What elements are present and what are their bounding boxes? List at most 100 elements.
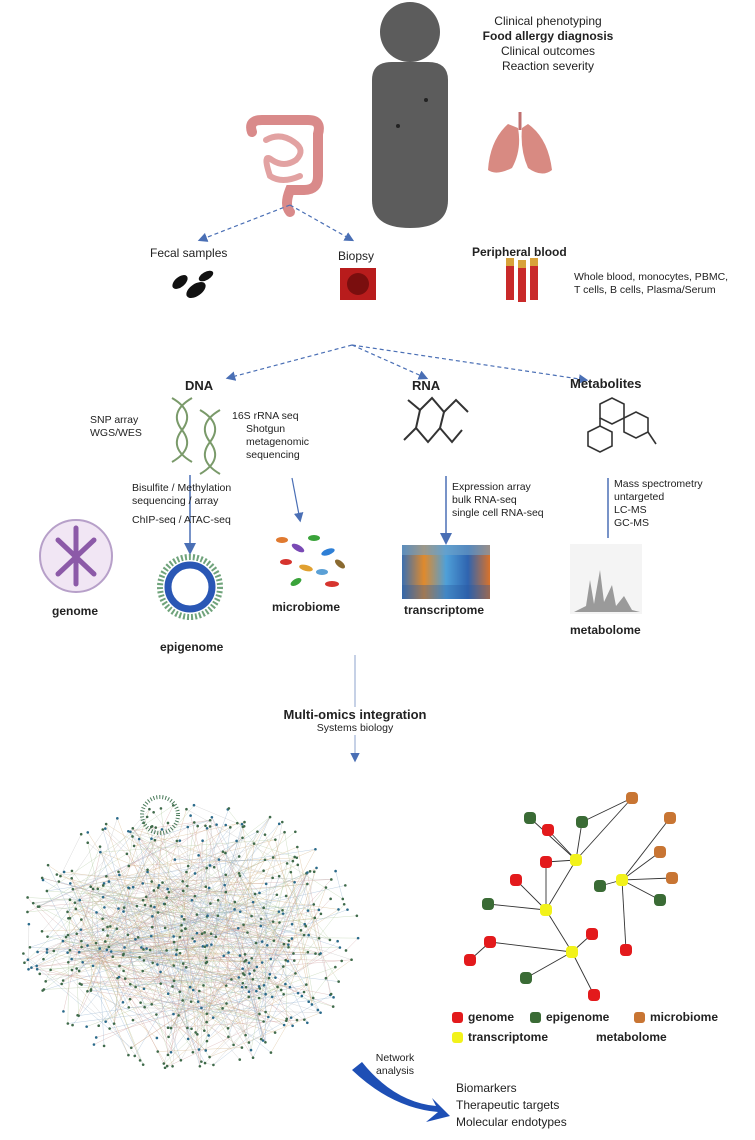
network-node	[208, 864, 212, 867]
network-node	[303, 1018, 306, 1021]
network-node	[62, 870, 66, 874]
network-node	[121, 1000, 125, 1004]
network-node	[157, 884, 161, 887]
network-node	[241, 967, 244, 970]
network-node	[159, 970, 162, 974]
network-node	[79, 928, 83, 931]
network-node	[288, 985, 292, 989]
network-node	[324, 886, 328, 889]
analysis-line: analysis	[376, 1065, 414, 1077]
network-node	[300, 994, 304, 998]
network-node	[139, 1001, 142, 1004]
network-node	[275, 893, 279, 897]
network-node	[238, 954, 242, 957]
network-node	[198, 1064, 202, 1068]
network-node	[203, 1061, 207, 1065]
network-node	[150, 925, 154, 929]
epigenome-label: epigenome	[160, 640, 224, 654]
network-node	[196, 1033, 199, 1036]
network-node	[68, 948, 72, 952]
network-node	[135, 904, 139, 908]
network-node	[260, 961, 264, 964]
network-node	[268, 815, 272, 819]
network-node	[247, 1041, 251, 1044]
network-node	[232, 1043, 235, 1047]
network-node	[204, 1049, 208, 1052]
network-node	[151, 961, 154, 965]
network-node	[241, 836, 244, 840]
network-node	[296, 991, 300, 995]
fecal-samples-label: Fecal samples	[150, 246, 228, 260]
network-node	[98, 845, 102, 848]
network-node	[94, 1036, 98, 1039]
network-node	[285, 862, 289, 865]
network-node	[179, 1058, 183, 1062]
network-node	[200, 932, 204, 936]
network-node	[282, 1023, 286, 1027]
method-line: GC-MS	[614, 517, 649, 529]
network-node	[131, 885, 135, 889]
network-node	[180, 915, 184, 918]
metabolite-structure-icon	[587, 397, 657, 453]
network-node	[293, 855, 297, 859]
network-node	[78, 898, 82, 902]
microbiome-node	[666, 872, 678, 884]
network-node	[223, 883, 226, 887]
network-node	[274, 838, 277, 841]
network-edge	[525, 951, 573, 979]
network-node	[80, 918, 83, 921]
network-node	[207, 1034, 210, 1037]
metabolome-spectra	[570, 544, 642, 614]
network-node	[255, 989, 258, 993]
network-node	[355, 914, 359, 918]
network-node	[148, 948, 152, 952]
network-node	[306, 909, 310, 912]
network-node	[307, 1000, 311, 1003]
network-node	[291, 1024, 294, 1028]
network-node	[299, 929, 303, 932]
network-node	[70, 876, 73, 880]
network-node	[193, 894, 197, 898]
network-node	[284, 958, 288, 962]
network-node	[149, 904, 153, 908]
network-node	[144, 895, 148, 899]
network-node	[295, 1018, 299, 1022]
network-node	[191, 988, 195, 992]
network-node	[281, 909, 284, 912]
network-node	[134, 985, 137, 989]
network-node	[241, 825, 245, 829]
epigenome-ring-icon	[157, 554, 223, 620]
integration-block: Multi-omics integration Systems biology	[260, 707, 450, 735]
network-node	[165, 1064, 169, 1068]
network-node	[163, 926, 167, 930]
transcriptome-node	[570, 854, 582, 866]
network-node	[271, 920, 275, 923]
network-node	[224, 873, 228, 877]
network-node	[101, 828, 105, 831]
network-node	[41, 989, 44, 992]
method-line: LC-MS	[614, 504, 647, 516]
network-node	[86, 944, 89, 947]
network-node	[237, 976, 241, 979]
network-node	[166, 821, 170, 825]
network-edge	[621, 879, 661, 901]
network-node	[205, 1012, 209, 1016]
network-node	[269, 957, 273, 961]
network-node	[194, 1031, 197, 1034]
network-node	[143, 1005, 146, 1009]
network-node	[253, 892, 257, 896]
transcriptome-node	[616, 874, 628, 886]
network-node	[197, 1048, 201, 1051]
network-node	[46, 935, 49, 938]
network-node	[99, 850, 102, 854]
network-node	[200, 1060, 203, 1063]
network-node	[89, 885, 93, 888]
network-node	[240, 1046, 244, 1049]
network-node	[182, 918, 186, 921]
network-node	[35, 967, 39, 971]
microbiome-node	[626, 792, 638, 804]
network-node	[178, 990, 182, 994]
network-node	[127, 1006, 131, 1009]
epigenome-node	[482, 898, 494, 910]
network-node	[196, 824, 199, 828]
